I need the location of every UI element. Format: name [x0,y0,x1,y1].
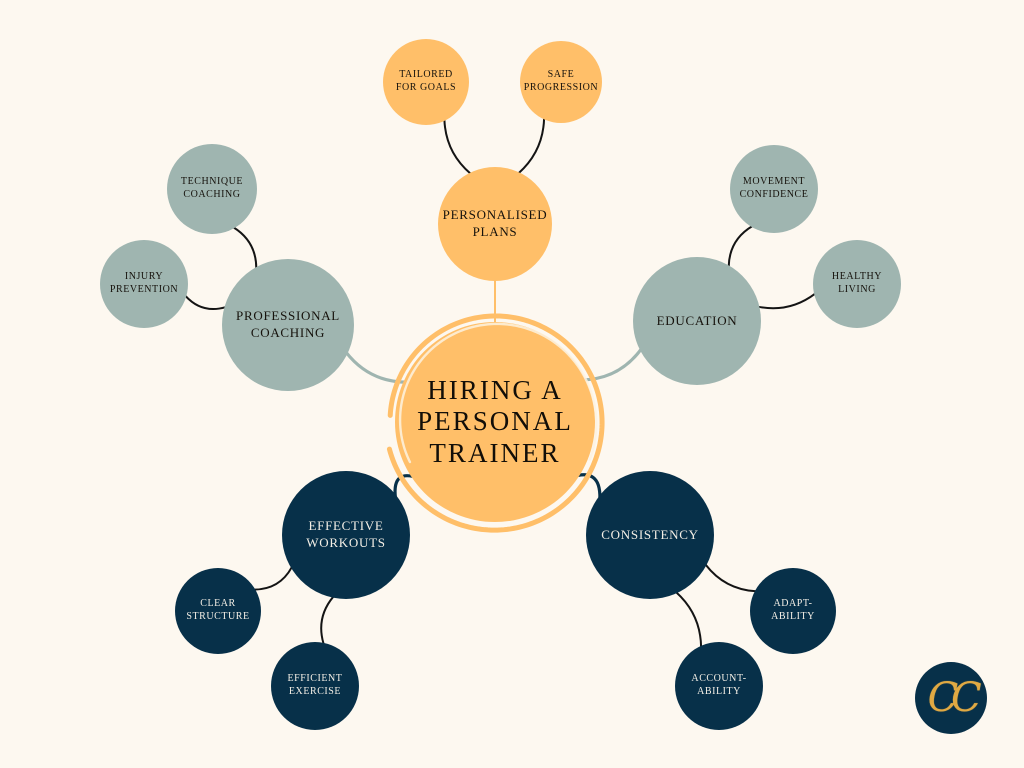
connector-professional-coaching-to-injury-prevention [184,294,227,311]
node-technique-coaching[interactable]: TECHNIQUE COACHING [167,144,257,234]
connector-education-to-center [577,347,644,382]
node-label-tailored-for-goals: TAILORED FOR GOALS [395,69,457,93]
node-label-effective-workouts: EFFECTIVE WORKOUTS [306,518,386,550]
central-topic-label: HIRING A PERSONAL TRAINER [417,375,573,468]
node-efficient-exercise[interactable]: EFFICIENT EXERCISE [271,642,359,730]
node-accountability[interactable]: ACCOUNT- ABILITY [675,642,763,730]
node-label-efficient-exercise: EFFICIENT EXERCISE [287,673,343,697]
connector-professional-coaching-to-center [344,350,412,384]
node-adaptability[interactable]: ADAPT- ABILITY [750,568,836,654]
brand-logo[interactable]: CC [915,662,987,734]
node-consistency[interactable]: CONSISTENCY [586,471,714,599]
connector-consistency-to-accountability [675,591,703,648]
node-label-safe-progression: SAFE PROGRESSION [523,69,599,93]
node-healthy-living[interactable]: HEALTHY LIVING [813,240,901,328]
connector-education-to-healthy-living [757,292,817,310]
node-label-injury-prevention: INJURY PREVENTION [109,271,179,295]
central-topic-node[interactable]: HIRING A PERSONAL TRAINER [395,322,595,522]
connector-consistency-to-adaptability [704,563,757,593]
node-label-education: EDUCATION [656,312,738,328]
node-label-technique-coaching: TECHNIQUE COACHING [180,176,244,200]
node-tailored-for-goals[interactable]: TAILORED FOR GOALS [383,39,469,125]
node-safe-progression[interactable]: SAFE PROGRESSION [520,41,602,123]
node-label-accountability: ACCOUNT- ABILITY [691,673,747,697]
connector-personalised-plans-to-tailored-for-goals [443,118,472,175]
node-education[interactable]: EDUCATION [633,257,761,385]
node-label-personalised-plans: PERSONALISED PLANS [442,207,548,239]
node-professional-coaching[interactable]: PROFESSIONAL COACHING [222,259,354,391]
node-label-professional-coaching: PROFESSIONAL COACHING [236,308,340,340]
node-movement-confidence[interactable]: MOVEMENT CONFIDENCE [730,145,818,233]
node-label-healthy-living: HEALTHY LIVING [831,271,883,295]
node-label-adaptability: ADAPT- ABILITY [771,598,815,622]
connector-effective-workouts-to-clear-structure [253,566,293,591]
node-effective-workouts[interactable]: EFFECTIVE WORKOUTS [282,471,410,599]
connector-professional-coaching-to-technique-coaching [232,226,258,270]
node-clear-structure[interactable]: CLEAR STRUCTURE [175,568,261,654]
node-label-consistency: CONSISTENCY [601,526,699,542]
connector-personalised-plans-to-safe-progression [517,117,546,175]
node-label-movement-confidence: MOVEMENT CONFIDENCE [739,176,809,200]
node-injury-prevention[interactable]: INJURY PREVENTION [100,240,188,328]
node-label-clear-structure: CLEAR STRUCTURE [186,598,250,622]
connector-education-to-movement-confidence [727,225,754,268]
node-personalised-plans[interactable]: PERSONALISED PLANS [438,167,552,281]
connector-effective-workouts-to-efficient-exercise [320,595,335,645]
logo-monogram-text: CC [927,675,982,721]
